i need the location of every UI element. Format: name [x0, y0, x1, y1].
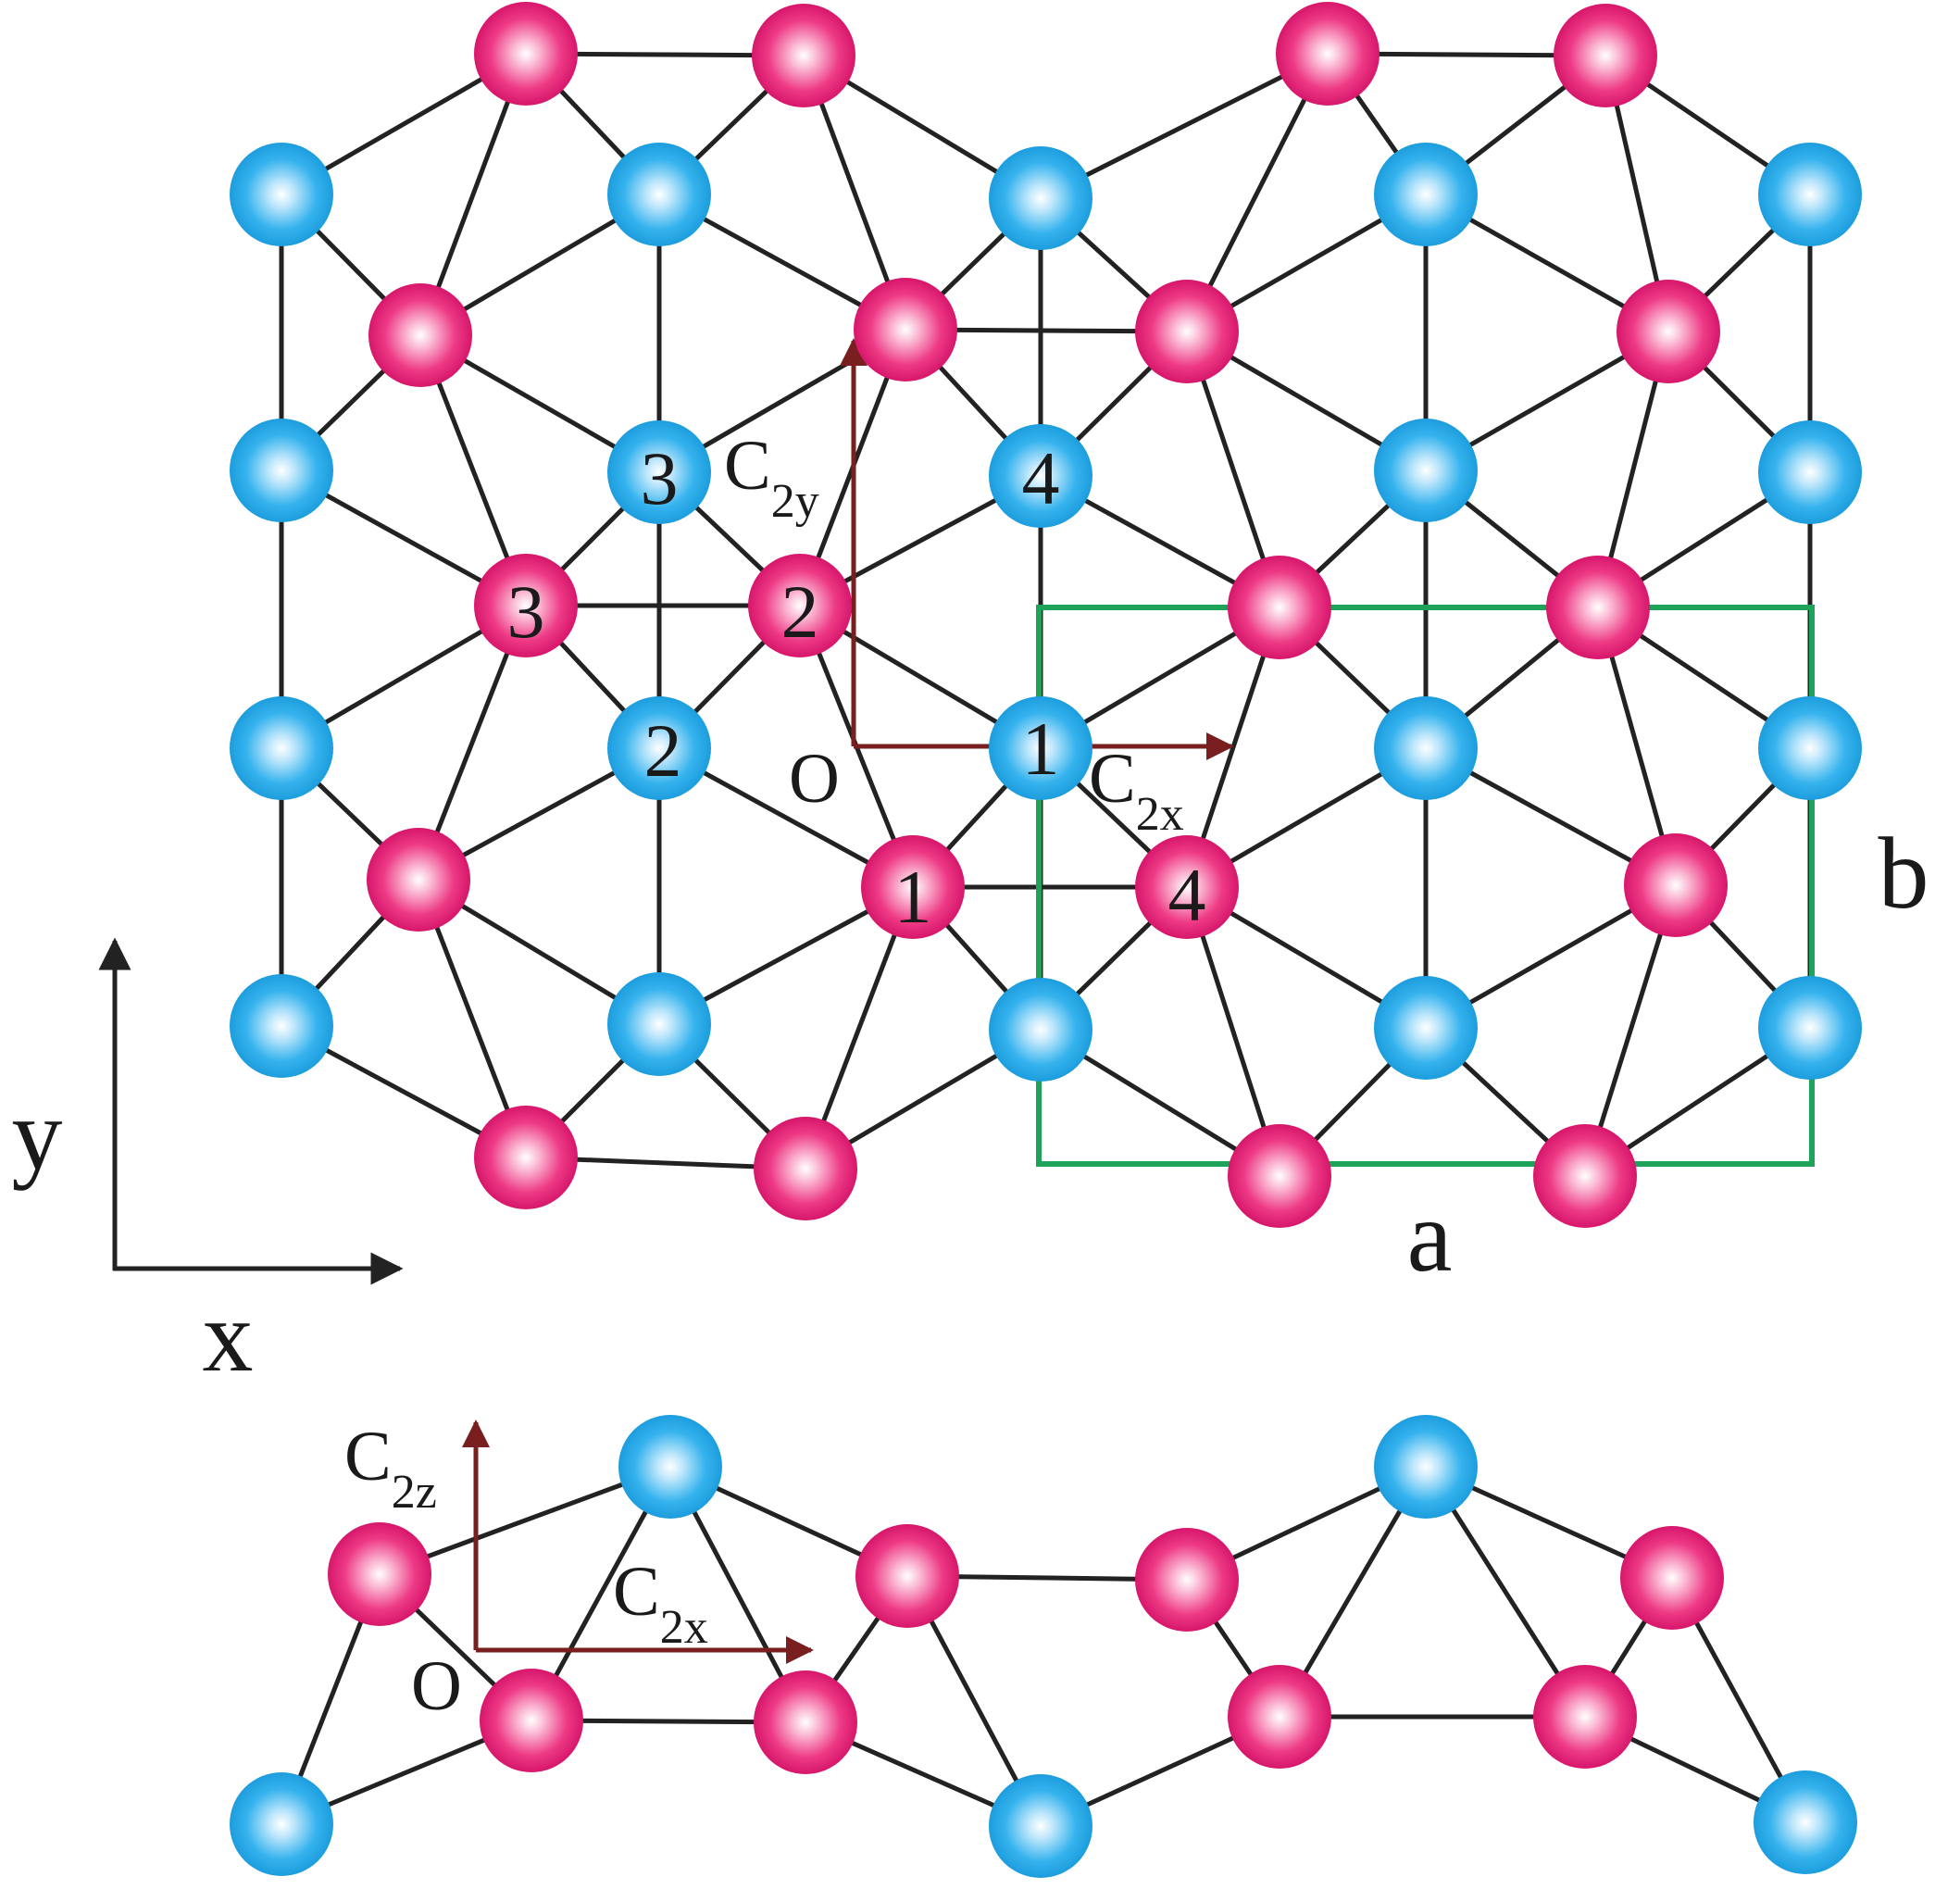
pink-atom-sp2 — [855, 1524, 959, 1628]
c2y-sub: 2y — [771, 475, 819, 528]
blue-atom-b3 — [989, 146, 1092, 250]
c2x-label-side: C2x — [613, 1553, 708, 1654]
blue-atom-label-1: 1 — [1022, 707, 1060, 791]
pink-atom-p9 — [474, 554, 578, 657]
pink-atom-sp1 — [328, 1522, 431, 1626]
pink-atom-p6 — [854, 278, 957, 382]
origin-label-side: O — [411, 1647, 462, 1725]
pink-atom-p5 — [368, 283, 472, 387]
blue-atom-sb5 — [1754, 1770, 1857, 1874]
pink-atom-p8 — [1617, 280, 1720, 383]
x-axis-label: x — [203, 1280, 254, 1393]
c2x-top-sub: 2x — [1136, 788, 1184, 841]
pink-atom-p19 — [1228, 1124, 1331, 1228]
c2z-main: C — [344, 1418, 392, 1495]
c2y-main: C — [724, 427, 771, 505]
origin-label-top: O — [789, 740, 840, 818]
blue-atom-b14 — [1374, 696, 1478, 800]
blue-atom-sb2 — [1374, 1415, 1478, 1519]
blue-atom-b18 — [989, 978, 1092, 1082]
c2z-label: C2z — [344, 1418, 437, 1519]
blue-atom-sb4 — [989, 1774, 1092, 1878]
c2x-label-top: C2x — [1089, 740, 1184, 841]
pink-atom-label-2: 2 — [781, 569, 819, 654]
pink-atom-p16 — [1624, 833, 1728, 937]
blue-atom-label-2: 2 — [644, 708, 682, 793]
c2x-side-main: C — [613, 1553, 660, 1631]
blue-atom-b1 — [230, 143, 333, 246]
pink-atom-p3 — [1276, 2, 1379, 106]
blue-atom-b4 — [1374, 143, 1478, 246]
bonds — [279, 51, 1813, 1829]
unit-cell — [1036, 605, 1815, 1167]
pink-atom-label-4: 4 — [1168, 853, 1206, 937]
pink-atom-p11 — [1228, 556, 1331, 659]
pink-atom-p7 — [1135, 280, 1239, 383]
blue-atom-b20 — [1758, 976, 1862, 1080]
pink-atom-sp7 — [1228, 1665, 1331, 1769]
blue-atom-b19 — [1374, 976, 1478, 1080]
blue-atom-b13 — [989, 696, 1092, 800]
blue-atom-sb3 — [230, 1772, 333, 1876]
pink-atom-p14 — [861, 835, 965, 939]
bond-b3-p3 — [1038, 51, 1330, 201]
blue-atom-label-4: 4 — [1022, 436, 1060, 520]
blue-atom-b17 — [607, 972, 711, 1076]
blue-atom-b16 — [230, 974, 333, 1078]
c2z-sub: 2z — [392, 1466, 437, 1519]
c2x-top-main: C — [1089, 740, 1136, 818]
pink-atom-label-3: 3 — [507, 569, 545, 654]
blue-atom-b15 — [1758, 696, 1862, 800]
pink-atom-label-1: 1 — [894, 855, 932, 939]
blue-atom-b7 — [607, 420, 711, 524]
pink-atom-sp8 — [1533, 1665, 1637, 1769]
pink-atom-sp5 — [480, 1669, 583, 1772]
pink-atom-p15 — [1135, 835, 1239, 939]
blue-atom-b11 — [230, 696, 333, 800]
pink-atom-sp3 — [1135, 1528, 1239, 1632]
blue-atom-sb1 — [618, 1415, 722, 1519]
cell-label-b: b — [1879, 817, 1929, 930]
blue-atom-b10 — [1758, 420, 1862, 524]
blue-atom-b6 — [230, 419, 333, 522]
pink-atom-p20 — [1533, 1124, 1637, 1228]
pink-atom-p18 — [754, 1117, 857, 1220]
blue-atom-b5 — [1758, 143, 1862, 246]
cell-label-a: a — [1407, 1180, 1453, 1293]
blue-atom-b8 — [989, 424, 1092, 528]
c2y-label: C2y — [724, 427, 819, 528]
pink-atom-p10 — [748, 554, 852, 657]
pink-atom-p2 — [752, 4, 855, 107]
pink-atom-sp4 — [1620, 1526, 1724, 1630]
pink-atom-p12 — [1546, 556, 1650, 659]
pink-atom-p13 — [367, 828, 470, 932]
y-axis-label: y — [12, 1078, 63, 1191]
blue-atom-b12 — [607, 696, 711, 800]
blue-atom-label-3: 3 — [641, 436, 679, 520]
pink-atom-sp6 — [754, 1670, 857, 1774]
c2x-side-sub: 2x — [660, 1601, 708, 1654]
blue-atom-b2 — [607, 143, 711, 246]
bond-p3-p7 — [1184, 51, 1330, 334]
blue-atom-b9 — [1374, 419, 1478, 522]
pink-atom-p17 — [474, 1106, 578, 1209]
atoms — [230, 2, 1862, 1878]
pink-atom-p1 — [474, 2, 578, 106]
pink-atom-p4 — [1554, 4, 1657, 107]
